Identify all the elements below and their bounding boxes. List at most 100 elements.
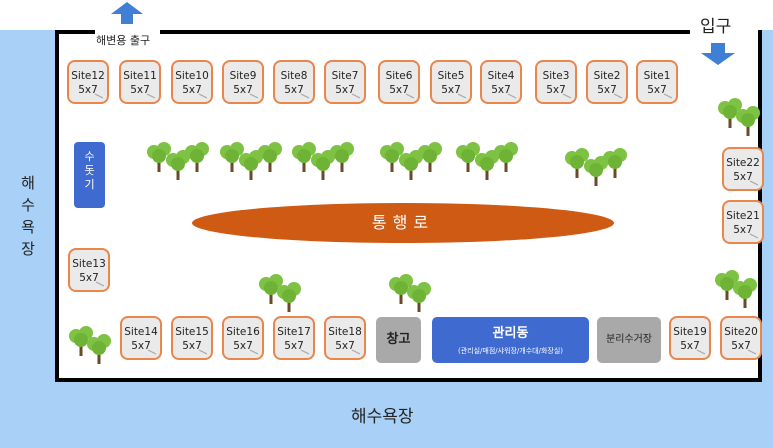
fence-top (160, 30, 690, 34)
fence-bottom (55, 378, 762, 382)
tent-icon (696, 349, 706, 355)
campsite-size: 5x7 (647, 84, 667, 96)
campsite-number: Site1 (643, 70, 671, 82)
tent-icon (146, 93, 156, 99)
fence-left (55, 30, 59, 382)
tent-icon (351, 349, 361, 355)
tree-icon (147, 142, 209, 180)
beach-exit-label: 해변용 출구 (96, 34, 151, 47)
campsite-number: Site14 (124, 326, 158, 338)
campsite-size: 5x7 (284, 84, 304, 96)
tent-icon (198, 93, 208, 99)
campsite-size: 5x7 (79, 272, 99, 284)
tent-icon (749, 180, 759, 186)
campsite-size: 5x7 (233, 84, 253, 96)
campsite-size: 5x7 (182, 84, 202, 96)
management-title: 관리동 (492, 326, 529, 341)
walkway-road: 통행로 (192, 203, 614, 243)
sea-left (0, 30, 55, 448)
campsite-number: Site21 (726, 210, 760, 222)
campsite-size: 5x7 (233, 340, 253, 352)
campsite-13[interactable]: Site13 5x7 (68, 248, 110, 292)
tree-icon (456, 142, 518, 180)
campsite-15[interactable]: Site15 5x7 (171, 316, 213, 360)
campsite-size: 5x7 (131, 340, 151, 352)
beach-label-bottom: 해수욕장 (351, 407, 414, 427)
storage-building[interactable]: 창고 (376, 317, 421, 363)
campsite-size: 5x7 (78, 84, 98, 96)
campsite-size: 5x7 (389, 84, 409, 96)
campsite-number: Site7 (331, 70, 359, 82)
tent-icon (147, 349, 157, 355)
recycling-area[interactable]: 분리수거장 (597, 317, 661, 363)
entrance-label: 입구 (700, 17, 732, 37)
campsite-size: 5x7 (733, 224, 753, 236)
walkway-label: 통행로 (371, 213, 435, 232)
campsite-number: Site18 (328, 326, 362, 338)
tent-icon (507, 93, 517, 99)
campsite-number: Site17 (277, 326, 311, 338)
campsite-size: 5x7 (182, 340, 202, 352)
campsite-size: 5x7 (284, 340, 304, 352)
campsite-number: Site8 (280, 70, 308, 82)
tree-icon (69, 326, 111, 364)
campsite-20[interactable]: Site20 5x7 (720, 316, 762, 360)
tree-icon (292, 142, 354, 180)
campsite-8[interactable]: Site8 5x7 (273, 60, 315, 104)
tent-icon (300, 349, 310, 355)
campsite-number: Site6 (385, 70, 413, 82)
tent-icon (351, 93, 361, 99)
campsite-10[interactable]: Site10 5x7 (171, 60, 213, 104)
campsite-17[interactable]: Site17 5x7 (273, 316, 315, 360)
campsite-18[interactable]: Site18 5x7 (324, 316, 366, 360)
tree-icon (389, 274, 431, 312)
campsite-number: Site13 (72, 258, 106, 270)
tent-icon (249, 93, 259, 99)
sea-right (762, 30, 773, 448)
management-detail: (관리실/매점/샤워장/개수대/화장실) (457, 347, 564, 355)
campsite-number: Site11 (123, 70, 157, 82)
campsite-1[interactable]: Site1 5x7 (636, 60, 678, 104)
campsite-size: 5x7 (597, 84, 617, 96)
arrow-down-icon (701, 43, 735, 65)
campsite-number: Site20 (724, 326, 758, 338)
campsite-16[interactable]: Site16 5x7 (222, 316, 264, 360)
campsite-number: Site10 (175, 70, 209, 82)
tent-icon (749, 233, 759, 239)
campsite-4[interactable]: Site4 5x7 (480, 60, 522, 104)
campsite-number: Site2 (593, 70, 621, 82)
management-building[interactable]: 관리동 (관리실/매점/샤워장/개수대/화장실) (432, 317, 589, 363)
campsite-6[interactable]: Site6 5x7 (378, 60, 420, 104)
campsite-size: 5x7 (441, 84, 461, 96)
campsite-number: Site19 (673, 326, 707, 338)
campsite-number: Site15 (175, 326, 209, 338)
campsite-number: Site5 (437, 70, 465, 82)
tree-icon (220, 142, 282, 180)
tent-icon (457, 93, 467, 99)
campsite-size: 5x7 (491, 84, 511, 96)
tent-icon (613, 93, 623, 99)
campsite-size: 5x7 (731, 340, 751, 352)
campsite-14[interactable]: Site14 5x7 (120, 316, 162, 360)
campsite-12[interactable]: Site12 5x7 (67, 60, 109, 104)
campsite-number: Site12 (71, 70, 105, 82)
campsite-number: Site4 (487, 70, 515, 82)
campsite-size: 5x7 (733, 171, 753, 183)
campsite-21[interactable]: Site21 5x7 (722, 200, 764, 244)
tent-icon (663, 93, 673, 99)
tree-icon (380, 142, 442, 180)
sea-bottom (0, 382, 773, 448)
campsite-size: 5x7 (335, 340, 355, 352)
campsite-5[interactable]: Site5 5x7 (430, 60, 472, 104)
campsite-number: Site16 (226, 326, 260, 338)
campsite-2[interactable]: Site2 5x7 (586, 60, 628, 104)
tent-icon (405, 93, 415, 99)
